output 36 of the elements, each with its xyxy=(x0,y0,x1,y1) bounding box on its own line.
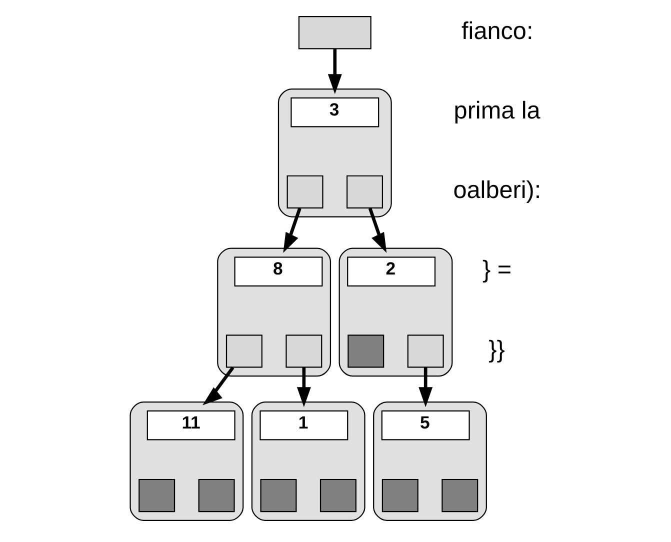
arrow xyxy=(296,368,310,408)
node-box xyxy=(298,16,371,50)
node-box xyxy=(381,478,418,512)
cluster xyxy=(372,402,486,521)
cluster xyxy=(277,88,392,218)
node-box: 11 xyxy=(146,410,235,440)
node-box xyxy=(346,175,382,208)
arrow xyxy=(368,208,386,253)
cluster xyxy=(129,402,244,521)
label: } = xyxy=(482,256,512,284)
cluster xyxy=(250,402,365,521)
arrow xyxy=(327,49,342,94)
node-box xyxy=(319,478,356,512)
node-box: 5 xyxy=(380,410,470,440)
label: fianco: xyxy=(461,18,533,45)
node-box xyxy=(198,478,234,512)
node-box xyxy=(285,334,322,368)
node-box: 8 xyxy=(234,256,322,286)
arrow xyxy=(202,366,234,406)
node-box xyxy=(225,334,262,368)
arrow xyxy=(282,208,301,253)
node-box xyxy=(406,334,444,368)
node-box: 1 xyxy=(259,410,348,440)
node-box xyxy=(260,478,296,512)
node-box xyxy=(138,478,175,512)
label: }} xyxy=(488,336,504,364)
cluster xyxy=(216,248,331,377)
cluster xyxy=(338,248,452,377)
node-box: 2 xyxy=(346,256,436,286)
arrow xyxy=(418,368,432,408)
node-box xyxy=(441,478,478,512)
label: oalberi): xyxy=(452,177,541,204)
node-box xyxy=(347,334,384,368)
node-box: 3 xyxy=(290,97,379,128)
node-box xyxy=(286,175,323,208)
label: prima la xyxy=(453,97,540,124)
